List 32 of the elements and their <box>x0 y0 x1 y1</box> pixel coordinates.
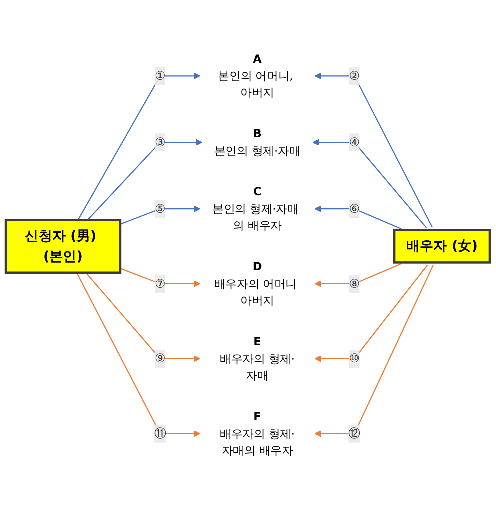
arrow <box>314 264 428 362</box>
arrow <box>312 139 428 228</box>
arrow <box>314 265 434 438</box>
node-text: B 본인의 형제·자매 <box>214 127 301 158</box>
arrow <box>86 272 201 362</box>
node-text: A 본인의 어머니, 아버지 <box>218 52 294 100</box>
arrow <box>76 272 201 438</box>
edge-label: ⑨ <box>154 351 166 366</box>
edge-label: ② <box>349 68 360 83</box>
node-text: E 배우자의 형제·자매 <box>220 335 295 382</box>
arrow <box>78 72 201 220</box>
arrow <box>87 139 203 221</box>
arrow <box>314 263 402 288</box>
arrow <box>120 206 201 225</box>
node-text: C 본인의 형제·자매 의 배우자 <box>212 185 299 233</box>
arrow <box>314 72 434 228</box>
edge-label: ④ <box>349 135 360 150</box>
edge-label: ⑩ <box>349 351 360 366</box>
node-box: 신청자 (男) (본인) <box>4 219 122 274</box>
arrow <box>314 206 402 230</box>
edge-label: ⑥ <box>349 202 360 216</box>
node-text: F 배우자의 형제·자매의 배우자 <box>220 410 295 458</box>
edge-label: ⑫ <box>348 426 361 441</box>
node-text: D 배우자의 어머니 아버지 <box>214 260 298 308</box>
edge-label: ⑦ <box>154 276 166 291</box>
edge-label: ③ <box>154 135 166 150</box>
node-box: 배우자 (女) <box>393 229 492 264</box>
edge-label: ⑤ <box>154 202 166 216</box>
edge-label: ① <box>154 68 166 83</box>
edge-label: ⑧ <box>349 276 360 291</box>
arrow <box>120 268 201 288</box>
edge-label: ⑪ <box>154 426 166 441</box>
